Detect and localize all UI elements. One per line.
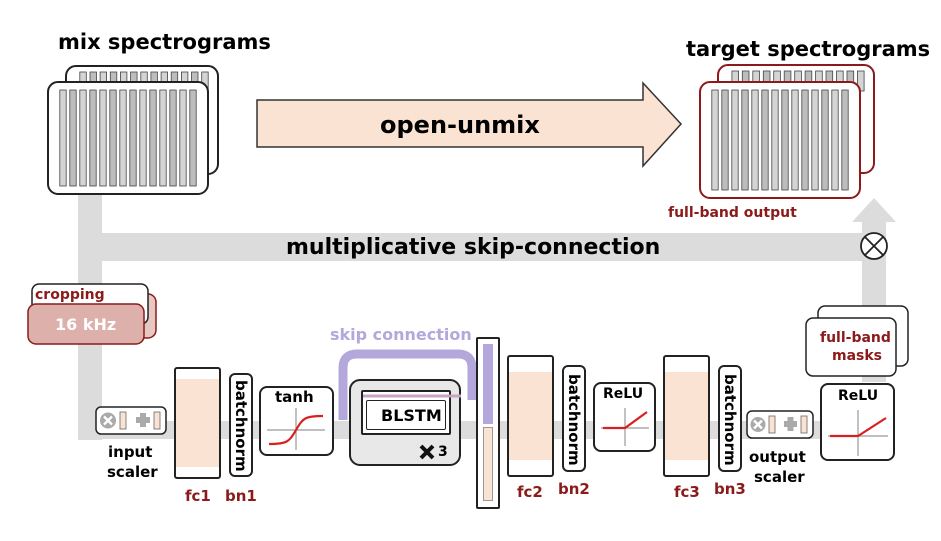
multiply-icon [860,232,888,260]
output-scaler-label-1: output [749,448,806,466]
skip-connection-arc [338,349,477,420]
bn2-label: bn2 [558,480,590,498]
spectrogram-bin [99,89,107,187]
spectrogram-bin [179,89,187,187]
blstm-label: BLSTM [381,406,442,425]
spectrogram-bin [711,89,719,191]
cropping-label: cropping [35,287,105,303]
spectrogram-bin [129,89,137,187]
spectrogram-bin [771,89,779,191]
fc2-label: fc2 [517,483,543,501]
spectrogram-bin [159,89,167,187]
tanh-curve-icon [267,408,325,450]
bn1-layer [229,373,253,477]
spectrogram-bin [751,89,759,191]
tanh-label: tanh [275,388,314,406]
spectrogram-bin [831,89,839,191]
spectrogram-bin [69,89,77,187]
up-arrow [852,198,896,222]
fc2-layer [507,355,554,477]
spectrogram-bin [189,89,197,187]
batchnorm3-label: batchnorm [721,374,739,466]
bn2-layer [562,365,586,472]
mix-spectrograms-label: mix spectrograms [58,30,271,54]
full-band-masks-label-2: masks [832,348,883,364]
input-scaler-label-1: input [108,443,153,461]
skip-connection-label: skip connection [330,325,472,344]
spectrogram-bin [801,89,809,191]
concat-layer [476,337,500,509]
spectrogram-bin [841,89,849,191]
output-scaler-label-2: scaler [754,468,805,486]
fc3-label: fc3 [674,483,700,501]
spectrogram-bin [149,89,157,187]
fc3-layer [663,355,710,477]
batchnorm2-label: batchnorm [565,374,583,466]
full-band-masks-label-1: full-band [820,330,891,346]
cropping-stack [27,283,157,345]
bn1-label: bn1 [225,487,257,505]
fc1-label: fc1 [185,487,211,505]
relu1-label: ReLU [603,386,644,402]
output-scaler-icon [746,410,814,439]
multiplicative-skip-label: multiplicative skip-connection [286,235,661,260]
full-band-output-label: full-band output [668,205,797,221]
spectrogram-bin [119,89,127,187]
spectrogram-bin [781,89,789,191]
spectrogram-bin [59,89,67,187]
spectrogram-bin [761,89,769,191]
batchnorm1-label: batchnorm [232,380,250,472]
input-scaler-icon [95,406,167,435]
relu2-curve-icon [828,410,888,456]
full-band-masks-stack [805,305,909,377]
mix-spectrogram-stack [47,65,219,195]
spectrogram-bin [731,89,739,191]
relu2-label: ReLU [838,388,879,404]
spectrogram-bin [89,89,97,187]
relu1-curve-icon [601,408,649,446]
bn3-label: bn3 [714,480,746,498]
spectrogram-bin [791,89,799,191]
open-unmix-label: open-unmix [380,111,540,139]
spectrogram-bin [741,89,749,191]
spectrogram-bin [109,89,117,187]
sample-rate-label: 16 kHz [55,315,117,334]
times-icon [419,444,435,460]
spectrogram-bin [811,89,819,191]
skip-band [78,233,882,261]
bn3-layer [718,365,742,472]
spectrogram-bin [79,89,87,187]
blstm-repeat-count: 3 [438,444,448,460]
blstm-inner [366,400,446,430]
spectrogram-bin [721,89,729,191]
spectrogram-bin [821,89,829,191]
target-spectrograms-label: target spectrograms [686,37,931,61]
input-scaler-label-2: scaler [107,463,158,481]
spectrogram-bin [169,89,177,187]
open-unmix-arrow [256,81,683,168]
blstm-skip-line [363,394,461,398]
fc1-layer [174,367,221,479]
target-spectrogram-stack [699,64,875,199]
spectrogram-bin [139,89,147,187]
